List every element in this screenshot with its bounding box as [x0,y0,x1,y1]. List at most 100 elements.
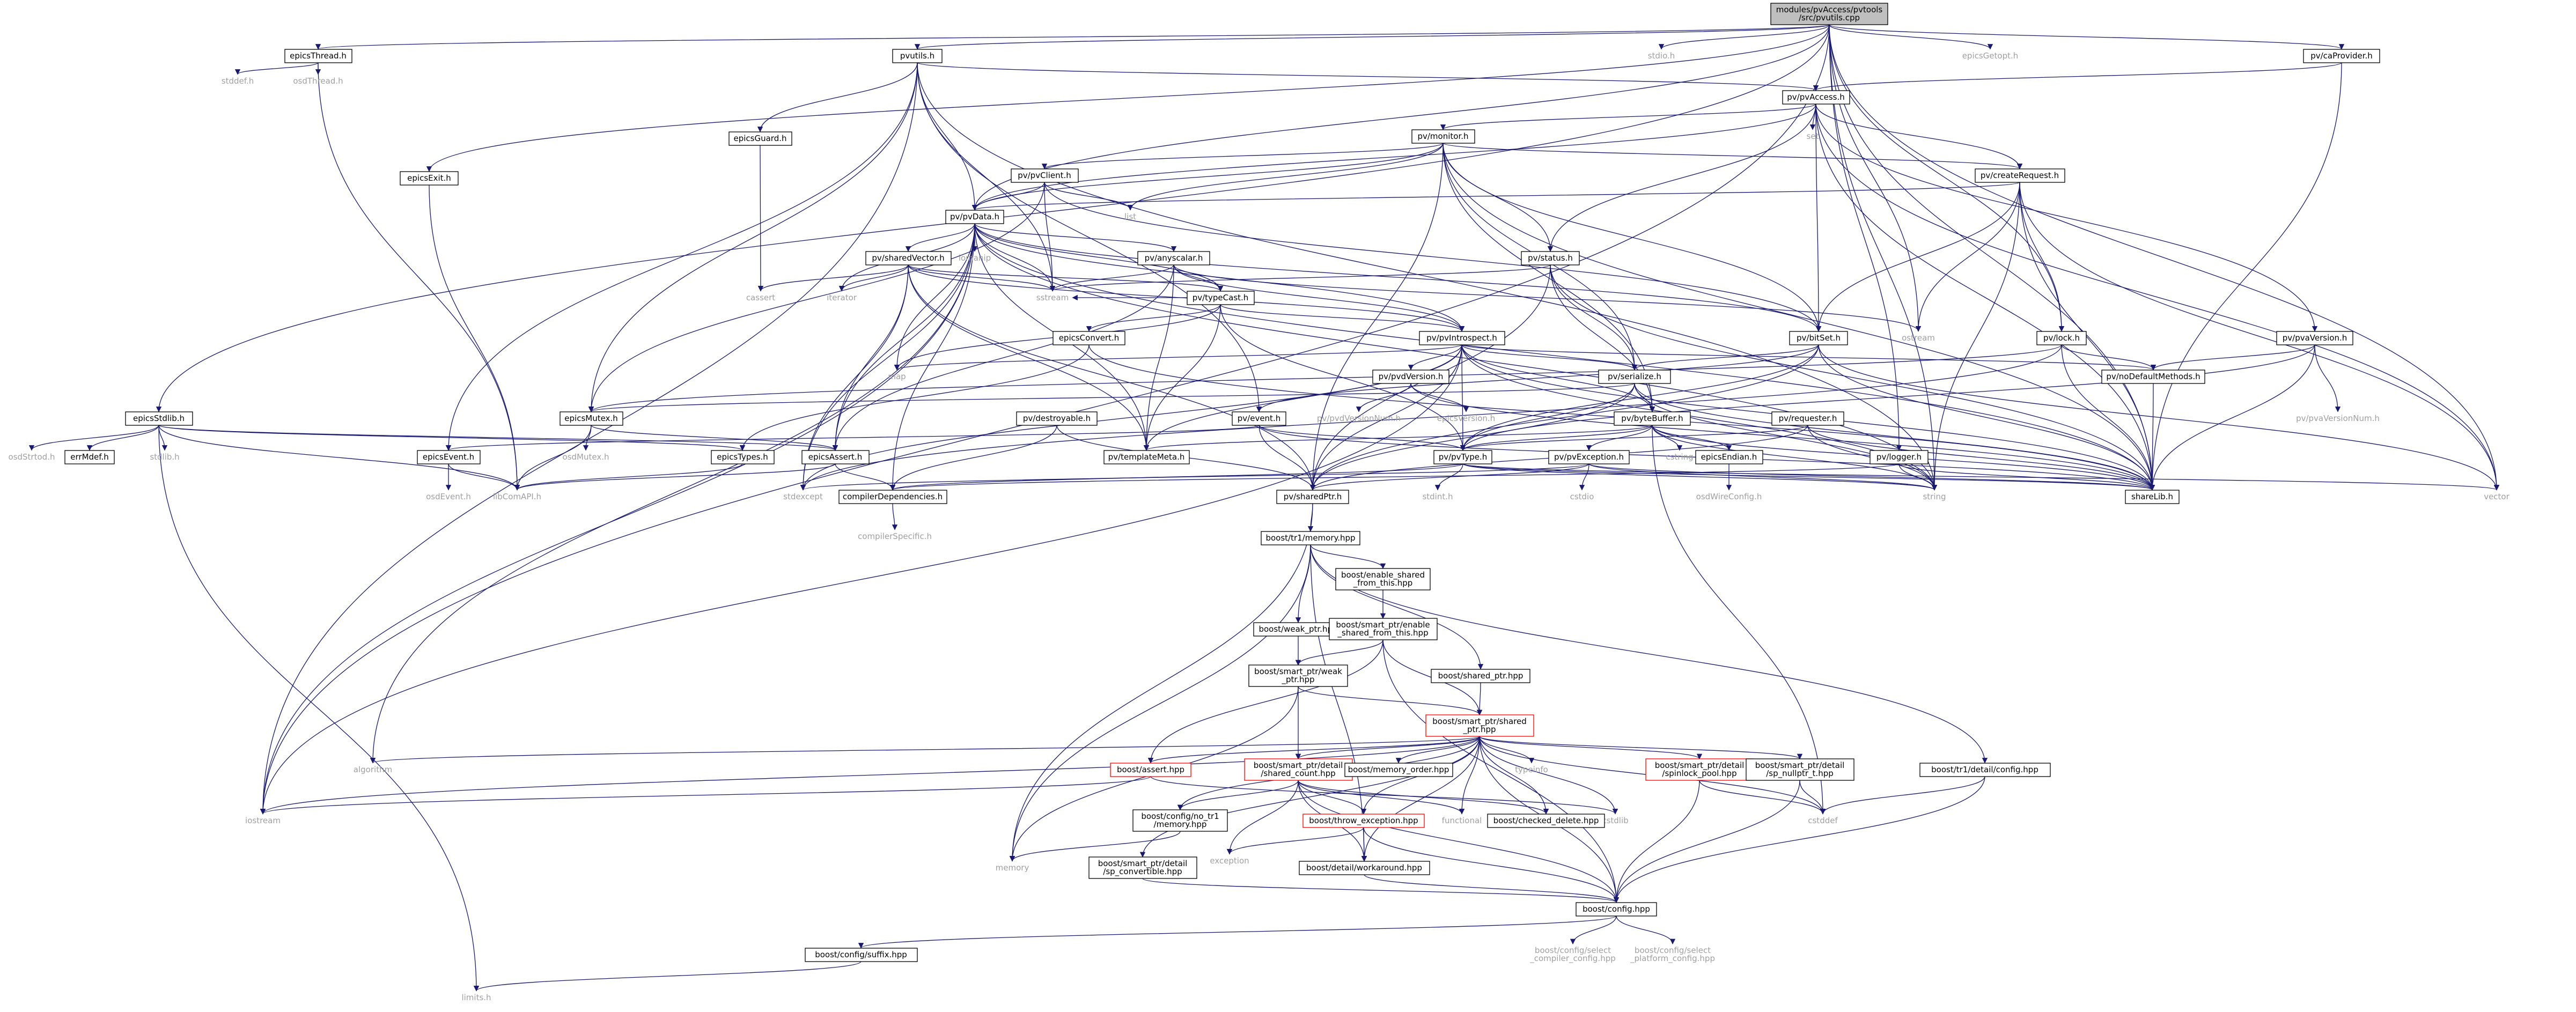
node-pv-bytebuffer-h[interactable]: pv/byteBuffer.h [1614,411,1691,426]
node-label: cstddef [1808,816,1838,825]
node-boost-smart-ptr-shared-ptr-hpp[interactable]: boost/smart_ptr/shared_ptr.hpp [1425,714,1534,737]
node-sharelib-h[interactable]: shareLib.h [2125,490,2180,504]
node-label: pv/event.h [1238,413,1280,423]
node-pv-anyscalar-h[interactable]: pv/anyscalar.h [1137,251,1210,265]
node-label: pv/pvaVersion.h [2283,333,2347,343]
node-boost-memory-order-hpp[interactable]: boost/memory_order.hpp [1344,763,1453,777]
node-pv-monitor-h[interactable]: pv/monitor.h [1411,129,1475,144]
node-pv-pvaversion-h[interactable]: pv/pvaVersion.h [2276,331,2353,345]
node-epicsstdlib-h[interactable]: epicsStdlib.h [125,411,193,426]
node-pv-lock-h[interactable]: pv/lock.h [2036,331,2087,345]
node-pv-sharedvector-h[interactable]: pv/sharedVector.h [865,251,952,265]
node-boost-weak-ptr-hpp[interactable]: boost/weak_ptr.hpp [1253,622,1344,637]
node-boost-checked-delete-hpp[interactable]: boost/checked_delete.hpp [1487,814,1605,828]
node-label: osdMutex.h [563,452,609,462]
include-edge [2149,62,2342,491]
node-epicstypes-h[interactable]: epicsTypes.h [711,450,775,464]
node-epicsevent-h[interactable]: epicsEvent.h [417,450,481,464]
node-boost-tr1-memory-hpp[interactable]: boost/tr1/memory.hpp [1261,531,1360,545]
node-pv-pvtype-h[interactable]: pv/pvType.h [1433,450,1492,464]
node-pv-typecast-h[interactable]: pv/typeCast.h [1187,291,1255,305]
include-edge [514,463,743,491]
node-pv-createrequest-h[interactable]: pv/createRequest.h [1975,168,2065,183]
node-epicsthread-h[interactable]: epicsThread.h [284,49,352,63]
node-pv-logger-h[interactable]: pv/logger.h [1870,450,1929,464]
node-pv-pvexception-h[interactable]: pv/pvException.h [1548,450,1630,464]
node-epicsguard-h[interactable]: epicsGuard.h [728,131,792,146]
node-boost-smart-ptr-detail-sp-convertible-hpp[interactable]: boost/smart_ptr/detail/sp_convertible.hp… [1088,856,1197,879]
node-boost-detail-workaround-hpp[interactable]: boost/detail/workaround.hpp [1299,861,1430,875]
node-boost-assert-hpp[interactable]: boost/assert.hpp [1110,763,1191,777]
node-pv-serialize-h[interactable]: pv/serialize.h [1598,370,1671,384]
node-boost-smart-ptr-detail-sp-nullptr-t-hpp[interactable]: boost/smart_ptr/detail/sp_nullptr_t.hpp [1746,758,1854,781]
include-edge [514,463,836,491]
node-pv-requester-h[interactable]: pv/requester.h [1771,411,1844,426]
node-boost-throw-exception-hpp[interactable]: boost/throw_exception.hpp [1302,814,1425,828]
node-label: _compiler_config.hpp [1529,954,1616,964]
node-boost-smart-ptr-detail-shared-count-hpp[interactable]: boost/smart_ptr/detail/shared_count.hpp [1244,758,1353,781]
include-edge [1813,62,2342,91]
node-pv-pvclient-h[interactable]: pv/pvClient.h [1011,168,1079,183]
node-label: boost/config.hpp [1583,904,1650,914]
node-pv-pvdversion-h[interactable]: pv/pvdVersion.h [1372,370,1449,384]
node-label: pv/caProvider.h [2310,51,2373,61]
node-pv-sharedptr-h[interactable]: pv/sharedPtr.h [1276,490,1349,504]
node-label: list [1124,212,1136,221]
include-edge [2019,182,2500,491]
node-pv-bitset-h[interactable]: pv/bitSet.h [1789,331,1848,345]
node-boost-config-no-tr1-memory-hpp[interactable]: boost/config/no_tr1/memory.hpp [1132,809,1228,832]
node-boost-smart-ptr-detail-spinlock-pool-hpp[interactable]: boost/smart_ptr/detail/spinlock_pool.hpp [1645,758,1754,781]
include-edge [1579,463,1589,491]
node-pv-event-h[interactable]: pv/event.h [1232,411,1286,426]
node-label: osdStrtod.h [9,452,55,462]
node-boost-enable-shared-from-this-hpp[interactable]: boost/enable_shared_from_this.hpp [1335,568,1431,590]
node-pv-pvaccess-h[interactable]: pv/pvAccess.h [1782,90,1850,105]
node-label: iomanip [959,253,991,263]
node-epicsconvert-h[interactable]: epicsConvert.h [1053,331,1125,345]
node-compilerdependencies-h[interactable]: compilerDependencies.h [838,490,947,504]
node-pv-pvintrospect-h[interactable]: pv/pvIntrospect.h [1419,331,1505,345]
include-edge [1931,182,2020,491]
node-box [1870,450,1929,464]
node-pv-destroyable-h[interactable]: pv/destroyable.h [1016,411,1098,426]
node-epicsendian-h[interactable]: epicsEndian.h [1695,450,1763,464]
node-modules-pvaccess-pvtools-src-pvutils-cpp[interactable]: modules/pvAccess/pvtools/src/pvutils.cpp [1770,3,1888,25]
node-label: stdexcept [783,492,823,501]
node-pv-status-h[interactable]: pv/status.h [1521,251,1580,265]
node-label: pv/logger.h [1876,452,1922,462]
node-label: pv/pvData.h [950,212,999,221]
node-epicsmutex-h[interactable]: epicsMutex.h [560,411,623,426]
node-boost-shared-ptr-hpp[interactable]: boost/shared_ptr.hpp [1431,669,1530,683]
include-edge [1550,264,2155,491]
node-boost-config-hpp[interactable]: boost/config.hpp [1576,902,1657,917]
include-edge [1173,264,1224,292]
node-label: _platform_config.hpp [1630,954,1715,964]
node-stdint-h: stdint.h [1422,492,1453,501]
node-pv-nodefaultmethods-h[interactable]: pv/noDefaultMethods.h [2101,370,2205,384]
node-boost-tr1-detail-config-hpp[interactable]: boost/tr1/detail/config.hpp [1919,763,2051,777]
node-epicsexit-h[interactable]: epicsExit.h [400,171,459,186]
include-edge [260,223,975,815]
include-edge [1829,24,2500,491]
include-edge [974,223,1224,292]
node-pvutils-h[interactable]: pvutils.h [892,49,943,63]
node-boost-smart-ptr-weak-ptr-hpp[interactable]: boost/smart_ptr/weak_ptr.hpp [1248,664,1348,687]
node-label: epicsEndian.h [1701,452,1757,462]
node-label: compilerDependencies.h [843,492,943,501]
include-edge [1382,639,1620,903]
node-boost-config-suffix-hpp[interactable]: boost/config/suffix.hpp [805,948,918,962]
include-edge [908,264,1223,292]
node-epicsassert-h[interactable]: epicsAssert.h [801,450,870,464]
node-pv-templatemeta-h[interactable]: pv/templateMeta.h [1103,450,1190,464]
include-edge [1042,142,1444,169]
node-label: cstdlib [1602,816,1628,825]
node-errmdef-h[interactable]: errMdef.h [64,450,115,464]
include-edge [1298,780,1465,815]
node-pv-pvdata-h[interactable]: pv/pvData.h [945,210,1004,224]
node-boost-smart-ptr-enable-shared-from-this-hpp[interactable]: boost/smart_ptr/enable_shared_from_this.… [1329,618,1438,640]
include-edge [260,344,1462,815]
include-edge [1309,344,1462,491]
include-edge [2149,344,2315,491]
node-pv-caprovider-h[interactable]: pv/caProvider.h [2303,49,2380,63]
